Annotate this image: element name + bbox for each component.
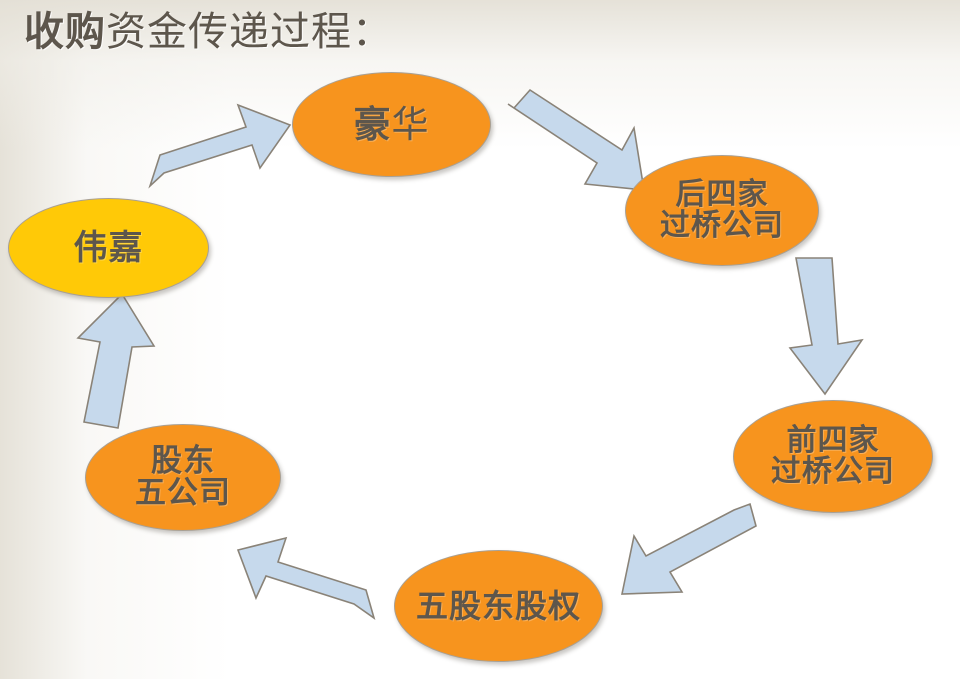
node-haohua-label: 豪华: [348, 102, 436, 146]
node-qian-si-jia-guo-qiao-gongsi[interactable]: 前四家 过桥公司: [733, 400, 933, 513]
node-qian4-label: 前四家 过桥公司: [771, 422, 895, 489]
node-gudong-wu-gongsi[interactable]: 股东 五公司: [85, 424, 281, 531]
node-weijia-label: 伟嘉: [73, 227, 144, 268]
node-gudong5-label: 股东 五公司: [135, 442, 231, 511]
arrow-shape: [507, 88, 645, 191]
arrow-haohua-to-hou4: [507, 84, 658, 194]
node-hou4-label: 后四家 过桥公司: [660, 176, 784, 243]
arrow-weijia-to-haohua: [142, 82, 302, 192]
node-haohua-label-light: 华: [391, 102, 430, 146]
page-title-lead: 收购: [24, 9, 106, 55]
arrow-qian4-to-wugudong: [608, 500, 758, 610]
arrow-shape: [76, 292, 156, 429]
arrow-shape: [621, 502, 757, 595]
node-haohua[interactable]: 豪华: [292, 72, 491, 177]
node-wugudong-label: 五股东股权: [415, 586, 581, 625]
page-title-rest: 资金传递过程：: [106, 9, 393, 55]
arrow-gudong5-to-weijia: [58, 288, 168, 433]
arrow-shape: [788, 257, 864, 396]
node-weijia[interactable]: 伟嘉: [8, 198, 209, 298]
node-hou-si-jia-guo-qiao-gongsi[interactable]: 后四家 过桥公司: [625, 155, 819, 266]
node-haohua-label-bold: 豪: [353, 102, 392, 146]
arrow-wugudong-to-gudong5: [224, 524, 384, 634]
arrow-shape: [148, 103, 292, 189]
arrow-shape: [236, 536, 376, 620]
page-title: 收购资金传递过程：: [24, 8, 393, 56]
node-wu-gudong-guquan[interactable]: 五股东股权: [394, 550, 603, 662]
arrow-hou4-to-qian4: [778, 257, 888, 398]
